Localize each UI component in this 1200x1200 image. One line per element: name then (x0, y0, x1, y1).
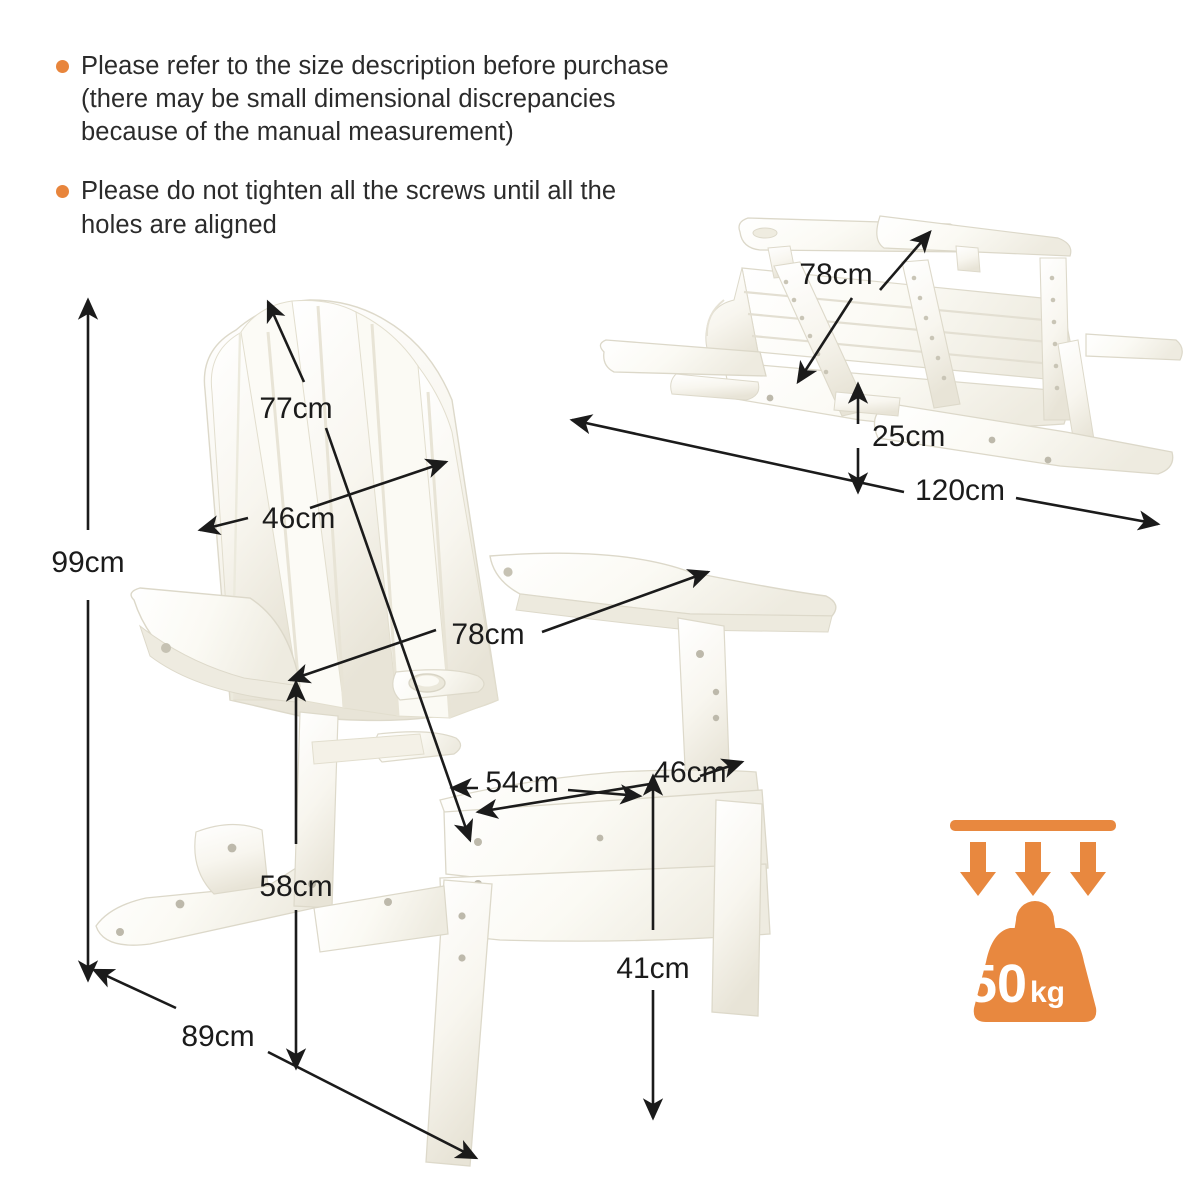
dimension-folded-width: 78cm (796, 230, 932, 385)
dimension-seat-height: 41cm (616, 773, 690, 1121)
weight-icon (973, 901, 1097, 1022)
weight-capacity-badge: 150 kg (938, 812, 1128, 1032)
down-arrow-icon (960, 842, 996, 896)
dimension-label: 58cm (259, 870, 332, 903)
note-text: Please refer to the size description bef… (81, 52, 669, 147)
dimension-seat-depth: 46cm (475, 756, 745, 819)
dimension-overall-height: 99cm (51, 297, 125, 983)
dimension-overall-depth: 89cm (91, 968, 479, 1160)
note-text: Please do not tighten all the screws unt… (81, 177, 617, 239)
dimension-label: 99cm (51, 546, 124, 579)
dimension-label: 41cm (616, 952, 689, 985)
dimension-arm-length: 78cm (287, 427, 711, 843)
folded-chair-illustration: 78cm 25cm 120cm (569, 215, 1183, 531)
dimension-seat-width: 54cm (449, 766, 643, 805)
dimension-label: 46cm (653, 756, 726, 789)
down-arrow-icon (1070, 842, 1106, 896)
list-item: Please refer to the size description bef… (56, 50, 756, 149)
dimension-label: 78cm (799, 258, 872, 291)
assembled-chair-illustration (95, 299, 837, 1167)
chair-right-armrest (489, 552, 837, 633)
dimension-label: 89cm (181, 1020, 254, 1053)
dimension-back-width: 46cm (197, 458, 449, 536)
weight-unit: kg (1030, 976, 1065, 1009)
dimension-back-height: 77cm (259, 299, 333, 425)
chair-left-armrest (130, 587, 301, 703)
dimension-label: 120cm (915, 474, 1005, 507)
dimension-label: 25cm (872, 420, 945, 453)
dimension-label: 46cm (262, 502, 335, 535)
load-bar-icon (950, 820, 1116, 831)
dimension-label: 77cm (259, 392, 332, 425)
dimension-arm-height: 58cm (259, 679, 333, 1071)
orange-dot-icon (56, 185, 69, 199)
weight-value: 150 (938, 954, 1027, 1014)
notes-list: Please refer to the size description bef… (56, 50, 756, 268)
dimension-label: 78cm (451, 618, 524, 651)
list-item: Please do not tighten all the screws unt… (56, 175, 756, 241)
dimension-folded-length: 120cm (569, 414, 1161, 531)
orange-dot-icon (56, 60, 69, 73)
dimension-label: 54cm (485, 766, 558, 799)
down-arrow-icon (1015, 842, 1051, 896)
dimension-folded-height: 25cm (847, 381, 945, 495)
